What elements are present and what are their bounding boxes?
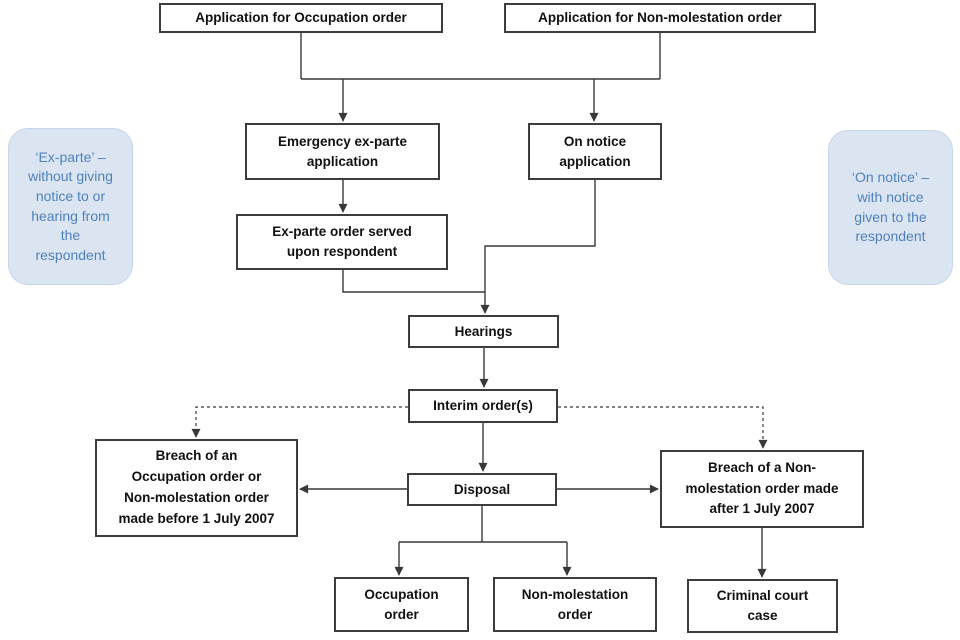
node-application-occupation-order: Application for Occupation order [159,3,443,33]
node-on-notice-application: On notice application [528,123,662,180]
node-hearings: Hearings [408,315,559,348]
node-criminal-court-case: Criminal court case [687,579,838,633]
node-emergency-ex-parte-application: Emergency ex-parte application [245,123,440,180]
note-on-notice-definition: ‘On notice’ – with notice given to the r… [828,130,953,285]
edge-on-notice-to-hearings [480,180,596,314]
note-ex-parte-definition: ‘Ex-parte’ – without giving notice to or… [8,128,133,285]
node-breach-after-july-2007: Breach of a Non- molestation order made … [660,450,864,528]
node-application-non-molestation-order: Application for Non-molestation order [504,3,816,33]
node-non-molestation-order: Non-molestation order [493,577,657,632]
node-interim-orders: Interim order(s) [408,389,558,423]
edge-interim-to-breach-before-dashed [191,406,408,438]
node-occupation-order: Occupation order [334,577,469,632]
edge-interim-to-breach-after-dashed [558,406,768,449]
edge-served-to-hearings [342,270,485,293]
node-disposal: Disposal [407,473,557,506]
node-ex-parte-order-served: Ex-parte order served upon respondent [236,214,448,270]
node-breach-before-july-2007: Breach of an Occupation order or Non-mol… [95,439,298,537]
